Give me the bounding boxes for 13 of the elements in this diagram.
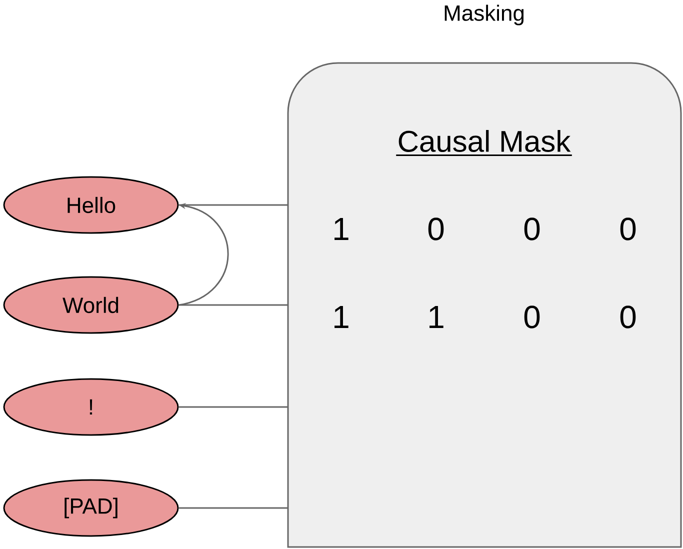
matrix-value: 0	[524, 218, 540, 240]
matrix-value: 0	[524, 306, 540, 328]
matrix-value: 0	[620, 306, 636, 328]
connector-line	[178, 204, 288, 206]
node-label: Masking	[444, 4, 524, 26]
matrix-value: 0	[620, 218, 636, 240]
matrix-value: 1	[334, 306, 348, 328]
connector-line	[178, 507, 288, 509]
matrix-value: 0	[428, 218, 444, 240]
connector-line	[178, 304, 288, 306]
matrix-value: 1	[430, 306, 444, 328]
matrix-value: 1	[334, 218, 348, 240]
connector-line	[178, 406, 288, 408]
